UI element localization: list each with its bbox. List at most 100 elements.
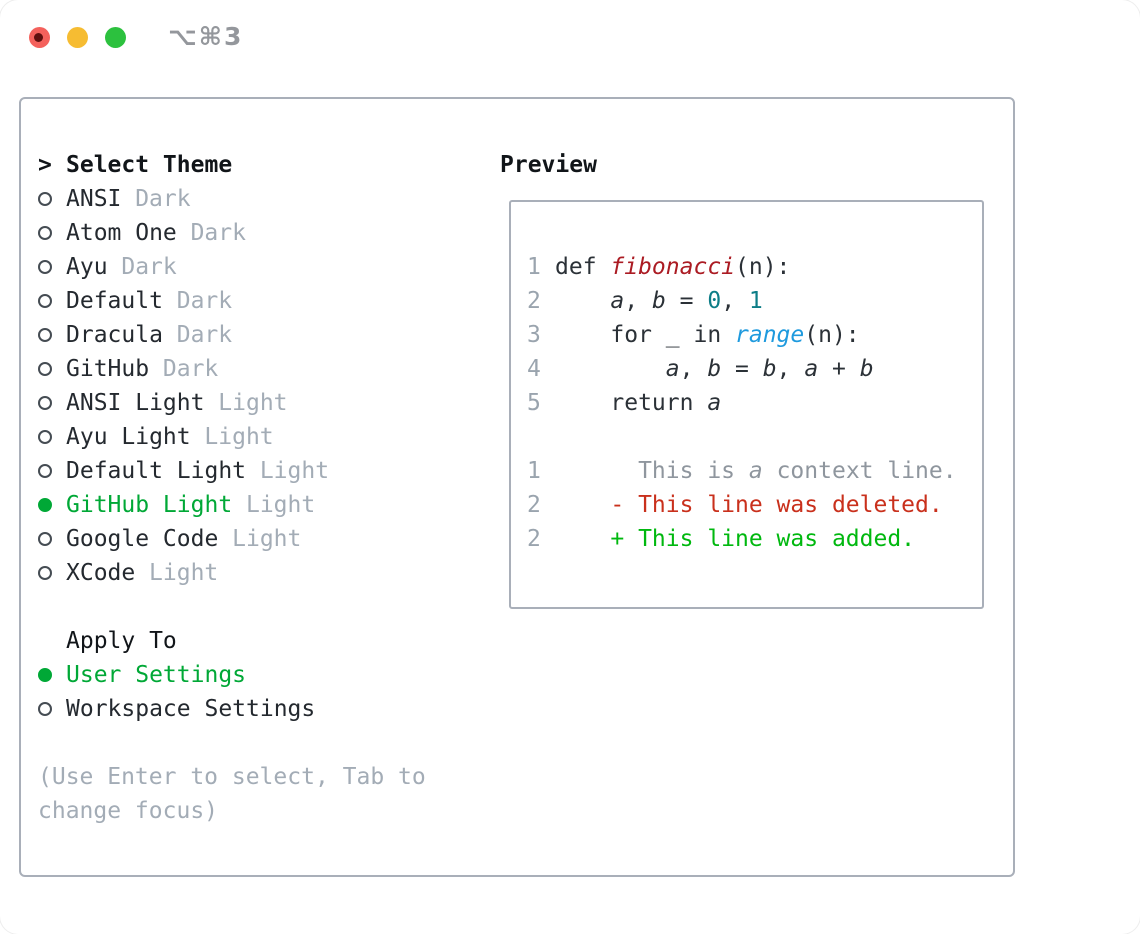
theme-variant-label: Dark: [176, 288, 233, 314]
preview-title: Preview: [500, 152, 597, 178]
minimize-button[interactable]: [67, 27, 88, 48]
line-number: 1: [527, 254, 541, 280]
line-number: 5: [527, 390, 541, 416]
apply-option-label: User Settings: [66, 662, 247, 688]
preview-line: 1 This is a context line.: [527, 454, 982, 488]
theme-list-header: > Select Theme: [38, 148, 478, 182]
radio-icon: [38, 294, 52, 308]
apply-to-header: Apply To: [38, 624, 478, 658]
traffic-lights: [29, 27, 126, 48]
theme-variant-label: Light: [259, 458, 330, 484]
preview-line: 2 + This line was added.: [527, 522, 982, 556]
theme-option-xcode-light[interactable]: XCode Light: [38, 556, 478, 590]
line-number: 4: [527, 356, 541, 382]
line-content: def fibonacci(n):: [555, 254, 791, 280]
theme-variant-label: Light: [232, 526, 302, 552]
radio-icon: [38, 226, 52, 240]
apply-option-label: Workspace Settings: [66, 696, 316, 722]
line-number: 2: [527, 492, 541, 518]
theme-option-atom-one-dark[interactable]: Atom One Dark: [38, 216, 478, 250]
line-number: 2: [527, 288, 541, 314]
theme-option-default-dark[interactable]: Default Dark: [38, 284, 478, 318]
theme-option-label: Google Code: [66, 526, 219, 552]
preview-line: 3 for _ in range(n):: [527, 318, 982, 352]
title-bar: ⌥⌘3: [0, 0, 1140, 75]
theme-option-label: Ayu Light: [66, 424, 191, 450]
theme-variant-label: Dark: [162, 356, 219, 382]
zoom-button[interactable]: [105, 27, 126, 48]
selection-prompt-icon: >: [38, 152, 52, 178]
theme-option-label: Dracula: [66, 322, 163, 348]
radio-icon: [38, 532, 52, 546]
window-title: ⌥⌘3: [168, 22, 244, 51]
radio-icon: [38, 192, 52, 206]
theme-option-label: ANSI: [66, 186, 122, 212]
theme-variant-label: Dark: [176, 322, 233, 348]
preview-line: [527, 420, 982, 454]
apply-option-workspace-settings[interactable]: Workspace Settings: [38, 692, 478, 726]
line-number: 1: [527, 458, 541, 484]
theme-option-label: GitHub Light: [66, 492, 233, 518]
theme-variant-label: Light: [204, 424, 274, 450]
line-content: - This line was deleted.: [555, 492, 943, 518]
theme-option-ayu-light-light[interactable]: Ayu Light Light: [38, 420, 478, 454]
theme-variant-label: Dark: [121, 254, 177, 280]
preview-line: 1 def fibonacci(n):: [527, 250, 982, 284]
theme-variant-label: Dark: [190, 220, 246, 246]
preview-line: 5 return a: [527, 386, 982, 420]
theme-option-label: XCode: [66, 560, 136, 586]
line-content: + This line was added.: [555, 526, 916, 552]
radio-icon: [38, 260, 52, 274]
theme-option-label: Ayu: [66, 254, 108, 280]
theme-variant-label: Light: [218, 390, 288, 416]
preview-line: 2 a, b = 0, 1: [527, 284, 982, 318]
line-content: for _ in range(n):: [555, 322, 860, 348]
theme-option-label: Default: [66, 288, 163, 314]
theme-option-default-light-light[interactable]: Default Light Light: [38, 454, 478, 488]
line-content: return a: [555, 390, 722, 416]
theme-option-ansi-dark[interactable]: ANSI Dark: [38, 182, 478, 216]
preview-line: 2 - This line was deleted.: [527, 488, 982, 522]
theme-variant-label: Dark: [135, 186, 191, 212]
theme-option-github-light-light[interactable]: GitHub Light Light: [38, 488, 478, 522]
radio-icon: [38, 362, 52, 376]
theme-option-ayu-dark[interactable]: Ayu Dark: [38, 250, 478, 284]
line-content: This is a context line.: [555, 458, 957, 484]
hint-text: (Use Enter to select, Tab to change focu…: [38, 764, 426, 824]
line-number: 3: [527, 322, 541, 348]
theme-option-label: GitHub: [66, 356, 150, 382]
theme-variant-label: Light: [245, 492, 316, 518]
theme-list-title: Select Theme: [66, 152, 233, 178]
preview-line: 4 a, b = b, a + b: [527, 352, 982, 386]
apply-to-label: Apply To: [66, 628, 177, 654]
radio-icon: [38, 566, 52, 580]
apply-option-user-settings[interactable]: User Settings: [38, 658, 478, 692]
radio-icon: [38, 328, 52, 342]
radio-selected-icon: [38, 668, 52, 682]
radio-icon: [38, 396, 52, 410]
theme-option-ansi-light-light[interactable]: ANSI Light Light: [38, 386, 478, 420]
radio-icon: [38, 430, 52, 444]
radio-icon: [38, 702, 52, 716]
theme-option-label: Atom One: [66, 220, 177, 246]
radio-selected-icon: [38, 498, 52, 512]
theme-option-google-code-light[interactable]: Google Code Light: [38, 522, 478, 556]
theme-option-github-dark[interactable]: GitHub Dark: [38, 352, 478, 386]
line-content: a, b = 0, 1: [610, 288, 763, 314]
close-button[interactable]: [29, 27, 50, 48]
theme-variant-label: Light: [149, 560, 219, 586]
theme-option-label: ANSI Light: [66, 390, 205, 416]
radio-icon: [38, 464, 52, 478]
line-number: [527, 420, 541, 454]
spacer: [38, 590, 478, 624]
theme-option-label: Default Light: [66, 458, 247, 484]
theme-option-dracula-dark[interactable]: Dracula Dark: [38, 318, 478, 352]
line-number: 2: [527, 526, 541, 552]
